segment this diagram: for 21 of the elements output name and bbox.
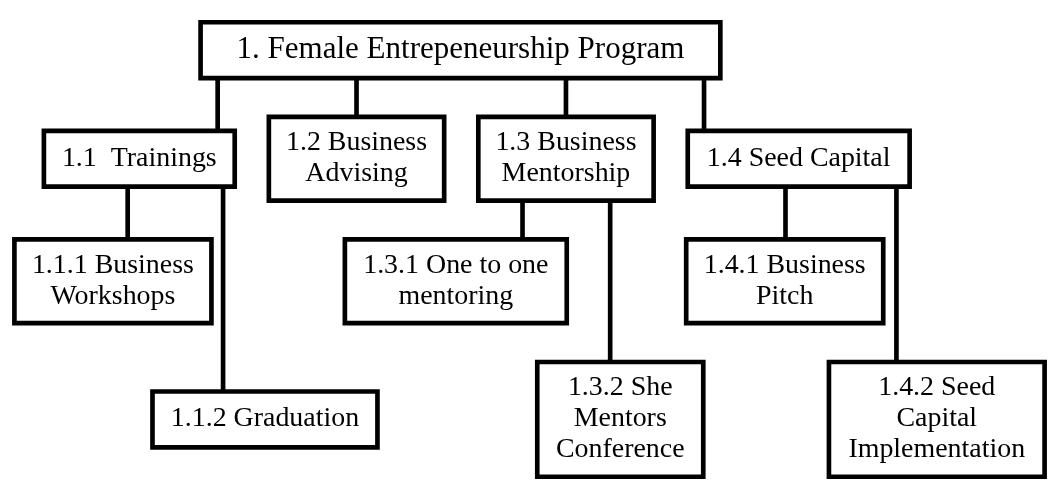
node-box: 1.1.2 Graduation bbox=[150, 389, 380, 450]
node-box: 1.3 Business Mentorship bbox=[475, 114, 656, 203]
connector bbox=[701, 78, 707, 131]
connector bbox=[220, 187, 226, 392]
node-box: 1.2 Business Advising bbox=[266, 114, 447, 203]
connector bbox=[894, 187, 899, 362]
connector bbox=[783, 187, 788, 240]
node-box: 1.4.2 Seed Capital Implementation bbox=[826, 359, 1047, 480]
node-box: 1. Female Entrepeneurship Program bbox=[198, 19, 723, 81]
node-box: 1.4 Seed Capital bbox=[685, 128, 912, 189]
node-box: 1.3.1 One to one mentoring bbox=[342, 237, 570, 326]
node-box: 1.1.1 Business Workshops bbox=[12, 237, 214, 326]
connector bbox=[125, 187, 130, 240]
node-box: 1.3.2 She Mentors Conference bbox=[534, 359, 706, 480]
connector bbox=[215, 78, 220, 131]
connector bbox=[354, 78, 359, 117]
connector bbox=[520, 200, 525, 240]
node-box: 1.4.1 Business Pitch bbox=[683, 237, 886, 326]
connector bbox=[607, 201, 613, 362]
connector bbox=[563, 78, 569, 117]
node-box: 1.1 Trainings bbox=[41, 128, 238, 189]
